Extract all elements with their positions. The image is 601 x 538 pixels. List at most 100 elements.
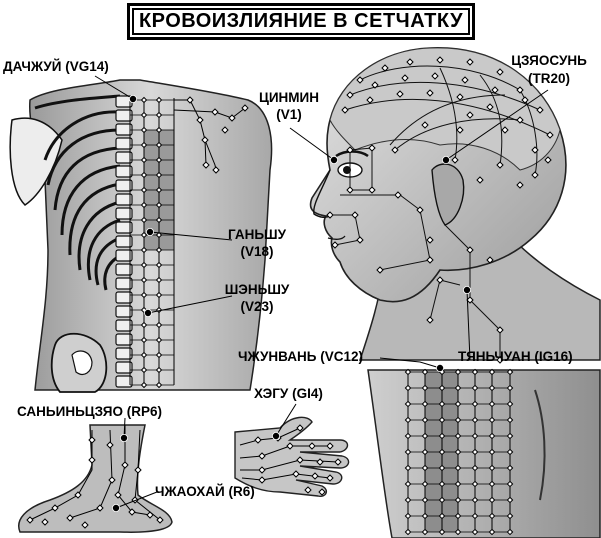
point-marker xyxy=(331,241,339,249)
point-marker xyxy=(488,496,496,504)
point-marker xyxy=(394,191,402,199)
ribs xyxy=(43,110,121,291)
point-marker xyxy=(211,108,219,116)
point-marker xyxy=(155,171,163,179)
vertebra xyxy=(115,361,133,374)
point-marker xyxy=(140,321,148,329)
point-marker xyxy=(426,316,434,324)
point-marker xyxy=(506,384,514,392)
leg-figure xyxy=(18,424,173,533)
point-marker xyxy=(346,186,354,194)
point-marker xyxy=(501,126,509,134)
point-marker xyxy=(371,81,379,89)
point-marker xyxy=(516,181,524,189)
point-marker xyxy=(186,96,194,104)
meridian-line xyxy=(359,65,521,91)
point-marker xyxy=(471,384,479,392)
point-marker xyxy=(155,111,163,119)
head-meridian-lines xyxy=(326,56,554,364)
point-marker xyxy=(292,470,300,478)
vertebra xyxy=(115,235,133,248)
point-marker xyxy=(404,384,412,392)
point-marker xyxy=(466,246,474,254)
point-marker xyxy=(404,528,412,536)
vertebra xyxy=(115,109,133,122)
point-marker xyxy=(454,416,462,424)
point-marker xyxy=(140,351,148,359)
point-marker xyxy=(438,384,446,392)
point-marker xyxy=(454,512,462,520)
vertebra xyxy=(115,221,133,234)
point-marker xyxy=(74,491,82,499)
point-marker xyxy=(421,496,429,504)
point-marker xyxy=(346,91,354,99)
point-marker xyxy=(341,106,349,114)
point-marker xyxy=(506,416,514,424)
point-marker xyxy=(368,186,376,194)
point-marker xyxy=(496,326,504,334)
point-marker xyxy=(304,486,312,494)
point-marker xyxy=(488,448,496,456)
vertebra xyxy=(115,263,133,276)
point-marker xyxy=(258,452,266,460)
point-marker xyxy=(488,512,496,520)
point-marker xyxy=(491,86,499,94)
pointer-line xyxy=(466,289,471,361)
vertebra xyxy=(115,347,133,360)
point-marker xyxy=(155,276,163,284)
label-czyaosun-name: ЦЗЯОСУНЬ xyxy=(511,53,587,68)
point-marker xyxy=(155,246,163,254)
point-marker xyxy=(258,476,266,484)
point-marker xyxy=(202,161,210,169)
point-marker xyxy=(454,400,462,408)
point-marker xyxy=(438,512,446,520)
acupoint-dot xyxy=(143,308,152,317)
point-marker xyxy=(506,512,514,520)
point-marker xyxy=(438,480,446,488)
point-marker xyxy=(258,466,266,474)
point-marker xyxy=(26,516,34,524)
point-marker xyxy=(488,432,496,440)
point-marker xyxy=(308,442,316,450)
label-cinmin-code: (V1) xyxy=(276,107,302,122)
acupoint-dot xyxy=(145,227,154,236)
point-marker xyxy=(140,216,148,224)
point-marker xyxy=(96,504,104,512)
point-marker xyxy=(488,480,496,488)
point-marker xyxy=(471,416,479,424)
point-marker xyxy=(536,106,544,114)
meridian-line xyxy=(439,67,458,161)
point-marker xyxy=(421,368,429,376)
point-marker xyxy=(421,448,429,456)
point-marker xyxy=(471,368,479,376)
point-marker xyxy=(486,256,494,264)
label-ganshu-code: (V18) xyxy=(240,244,274,259)
point-marker xyxy=(140,246,148,254)
label-sanyinjiao: САНЬИНЬЦЗЯО (RP6) xyxy=(17,404,162,419)
point-marker xyxy=(471,512,479,520)
point-marker xyxy=(88,456,96,464)
point-marker xyxy=(334,458,342,466)
point-marker xyxy=(318,488,326,496)
point-marker xyxy=(376,266,384,274)
meridian-line xyxy=(69,429,113,519)
point-marker xyxy=(421,400,429,408)
label-chzhunvan: ЧЖУНВАНЬ (VC12) xyxy=(238,349,363,364)
vertebra xyxy=(115,193,133,206)
point-marker xyxy=(156,516,164,524)
point-marker xyxy=(155,186,163,194)
point-marker xyxy=(140,96,148,104)
point-marker xyxy=(296,456,304,464)
point-marker xyxy=(421,432,429,440)
point-marker xyxy=(421,121,429,129)
label-hegu: ХЭГУ (GI4) xyxy=(254,386,323,401)
pointer-line xyxy=(379,357,441,369)
point-marker xyxy=(296,424,304,432)
point-marker xyxy=(106,441,114,449)
point-marker xyxy=(66,514,74,522)
point-marker xyxy=(438,464,446,472)
point-marker xyxy=(88,436,96,444)
point-marker xyxy=(506,400,514,408)
abdomen-meridian-grid xyxy=(404,368,514,536)
point-marker xyxy=(391,146,399,154)
